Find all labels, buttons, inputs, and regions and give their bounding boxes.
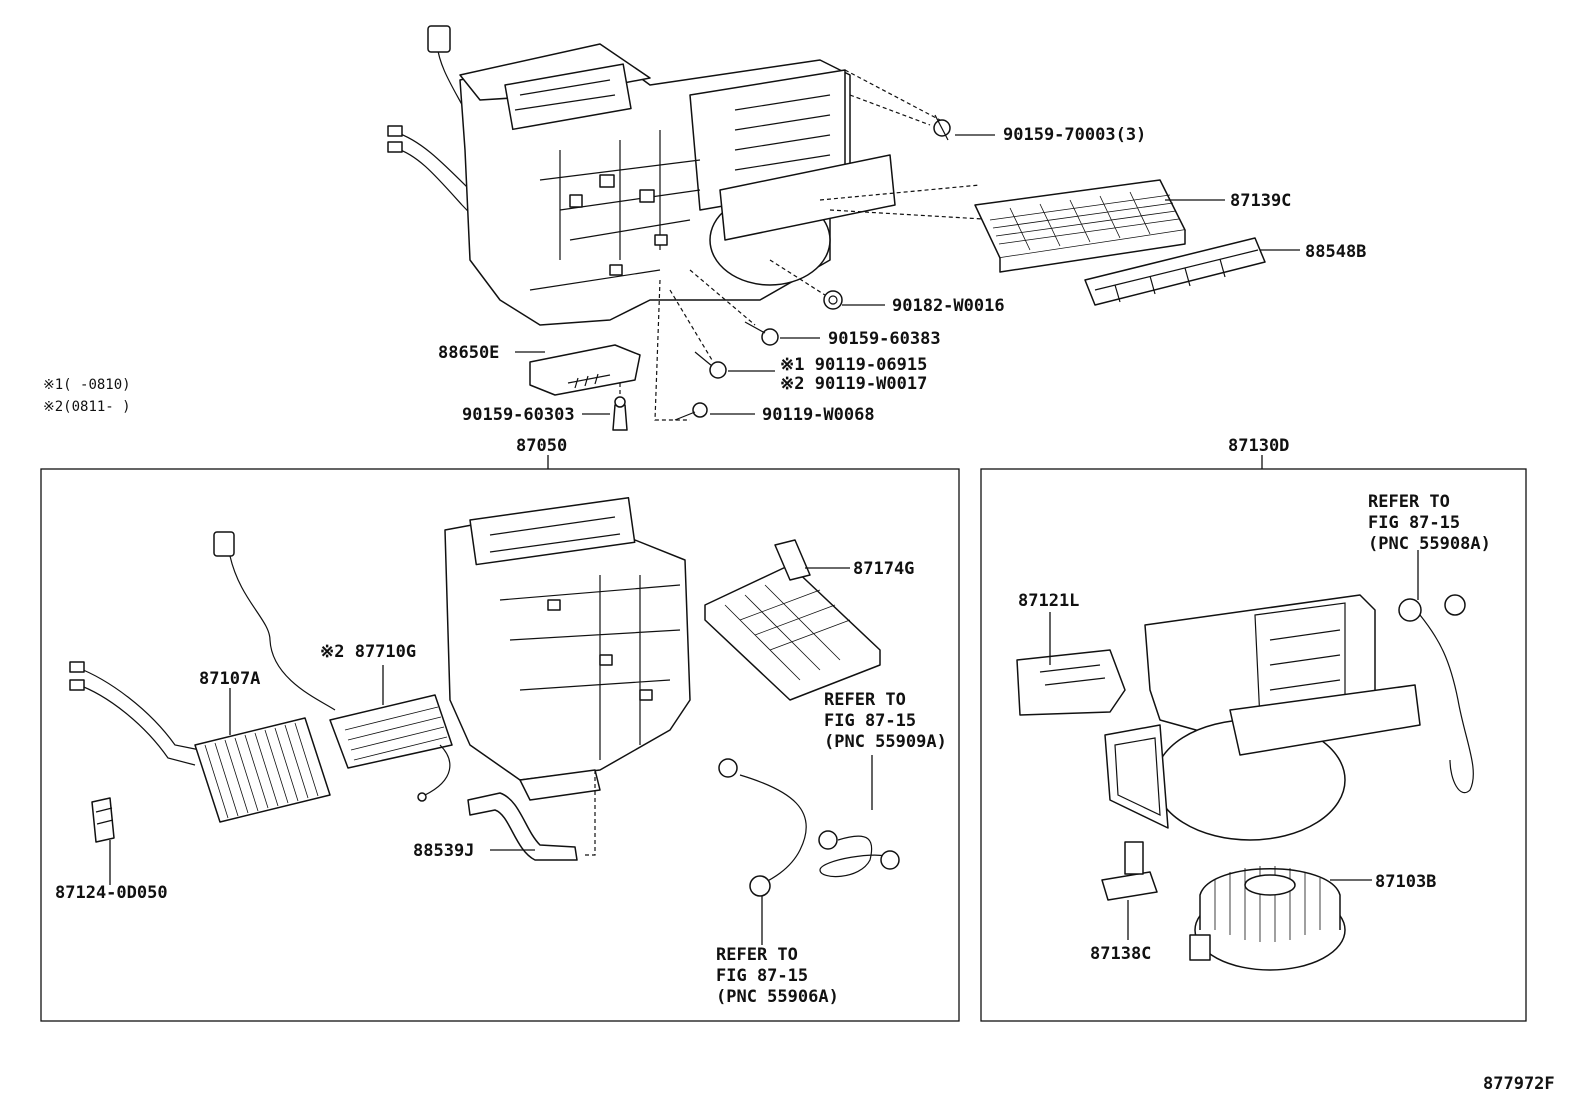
label-87138C: 87138C [1090, 944, 1151, 964]
hvac-assembly-drawing [387, 25, 896, 326]
blower-motor-drawing [1189, 866, 1346, 971]
label-90119-W0017: ※2 90119-W0017 [780, 374, 927, 394]
heater-unit-drawing [444, 496, 691, 801]
refer-55909A-line3: (PNC 55909A) [824, 732, 947, 752]
label-90119-W0068: 90119-W0068 [762, 405, 875, 425]
refer-55909A-line2: FIG 87-15 [824, 711, 916, 731]
label-90159-70003: 90159-70003(3) [1003, 125, 1146, 145]
resistor-drawing [1101, 841, 1158, 901]
clip-87124-drawing [91, 797, 115, 843]
label-87174G: 87174G [853, 559, 914, 579]
label-88548B: 88548B [1305, 242, 1366, 262]
label-90182-W0016: 90182-W0016 [892, 296, 1005, 316]
refer-55906A-line2: FIG 87-15 [716, 966, 808, 986]
label-87130D: 87130D [1228, 436, 1289, 456]
group-box-87050 [40, 468, 960, 1022]
tray-drawing [704, 539, 881, 701]
leaders-left-box [109, 567, 873, 945]
refer-55908A-line1: REFER TO [1368, 492, 1450, 512]
note-1: ※1( -0810) [43, 377, 131, 393]
filter-frame-drawing [1084, 237, 1266, 306]
label-87139C: 87139C [1230, 191, 1291, 211]
refer-559009A-line1: REFER TO [824, 690, 906, 710]
servo-motor-left-drawing [718, 758, 900, 897]
refer-55908A-line2: FIG 87-15 [1368, 513, 1460, 533]
label-87103B: 87103B [1375, 872, 1436, 892]
blower-unit-drawing [1104, 594, 1421, 841]
servo-motor-right-drawing [1398, 594, 1474, 794]
harness-sensor-drawing [213, 531, 453, 802]
label-90159-60383: 90159-60383 [828, 329, 941, 349]
label-87107A: 87107A [199, 669, 260, 689]
label-90119-06915: ※1 90119-06915 [780, 355, 927, 375]
heater-core-drawing [69, 661, 331, 823]
note-2: ※2(0811- ) [43, 399, 131, 415]
part-labels: 90159-70003(3) 87139C 88548B 90182-W0016… [43, 125, 1555, 1094]
label-90159-60303: 90159-60303 [462, 405, 575, 425]
label-87710G: ※2 87710G [320, 642, 416, 662]
refer-55906A-line3: (PNC 55906A) [716, 987, 839, 1007]
ac-amplifier-drawing [529, 344, 641, 396]
refer-55908A-line3: (PNC 55908A) [1368, 534, 1491, 554]
label-87124-0D050: 87124-0D050 [55, 883, 168, 903]
leaders-right-box [1049, 550, 1419, 940]
figure-id: 877972F [1483, 1074, 1555, 1094]
fasteners-top [612, 114, 951, 431]
air-filter-drawing [974, 179, 1186, 273]
refer-55906A-line1: REFER TO [716, 945, 798, 965]
drain-hose-drawing [467, 770, 596, 861]
label-87121L: 87121L [1018, 591, 1079, 611]
group-box-87130D [980, 468, 1527, 1022]
label-88539J: 88539J [413, 841, 474, 861]
blower-control-drawing [1016, 649, 1126, 716]
label-88650E: 88650E [438, 343, 499, 363]
leaders-top [515, 134, 1300, 415]
label-87050: 87050 [516, 436, 567, 456]
